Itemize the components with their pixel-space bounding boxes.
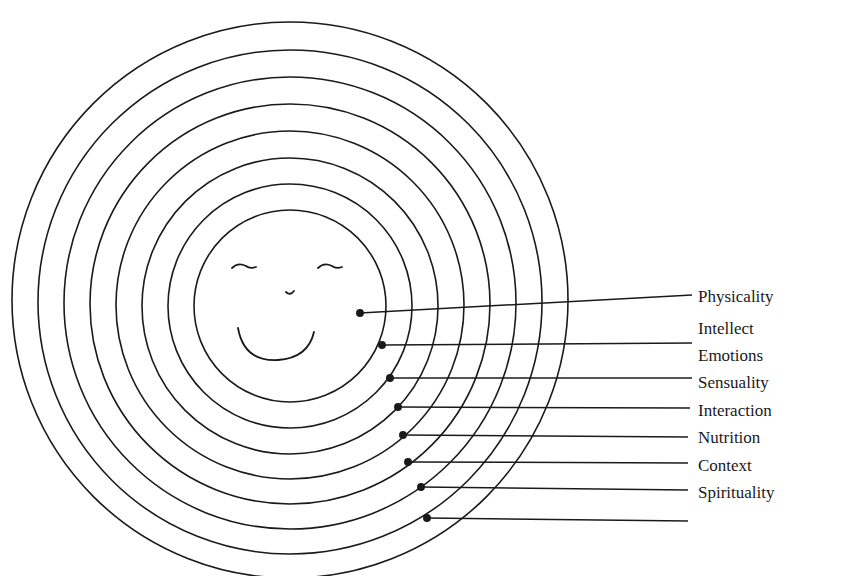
smiley-face (232, 264, 342, 360)
ring-label: Sensuality (698, 373, 769, 393)
leader-line (421, 487, 688, 490)
ring (90, 104, 490, 504)
ring-label: Interaction (698, 401, 772, 421)
leader-dot (424, 515, 430, 521)
ring-label: Physicality (698, 287, 774, 307)
leader-line (398, 407, 690, 408)
ring-label: Emotions (698, 346, 763, 366)
ring (194, 210, 386, 402)
leader-dot (387, 375, 393, 381)
nose (286, 291, 294, 294)
ring-label: Nutrition (698, 428, 760, 448)
ring (168, 184, 412, 428)
leader-dot (357, 310, 363, 316)
eye (232, 264, 256, 268)
mouth (238, 328, 314, 360)
ring (116, 131, 464, 479)
leader-line (408, 462, 688, 463)
ring-label: Intellect (698, 319, 754, 339)
ring-label: Context (698, 456, 752, 476)
leader-line (390, 377, 692, 379)
eye (318, 264, 342, 268)
leader-dot (400, 432, 406, 438)
leader-dot (405, 459, 411, 465)
leader-lines (357, 295, 692, 521)
leader-dot (379, 342, 385, 348)
rings (12, 22, 568, 576)
leader-line (427, 518, 688, 521)
leader-line (403, 435, 688, 437)
ring (64, 77, 516, 529)
ring-label: Spirituality (698, 483, 775, 503)
ring (38, 50, 542, 554)
ring (12, 22, 568, 576)
leader-dot (395, 404, 401, 410)
leader-line (360, 295, 692, 313)
ring (142, 158, 438, 454)
leader-line (382, 343, 692, 345)
leader-dot (418, 484, 424, 490)
